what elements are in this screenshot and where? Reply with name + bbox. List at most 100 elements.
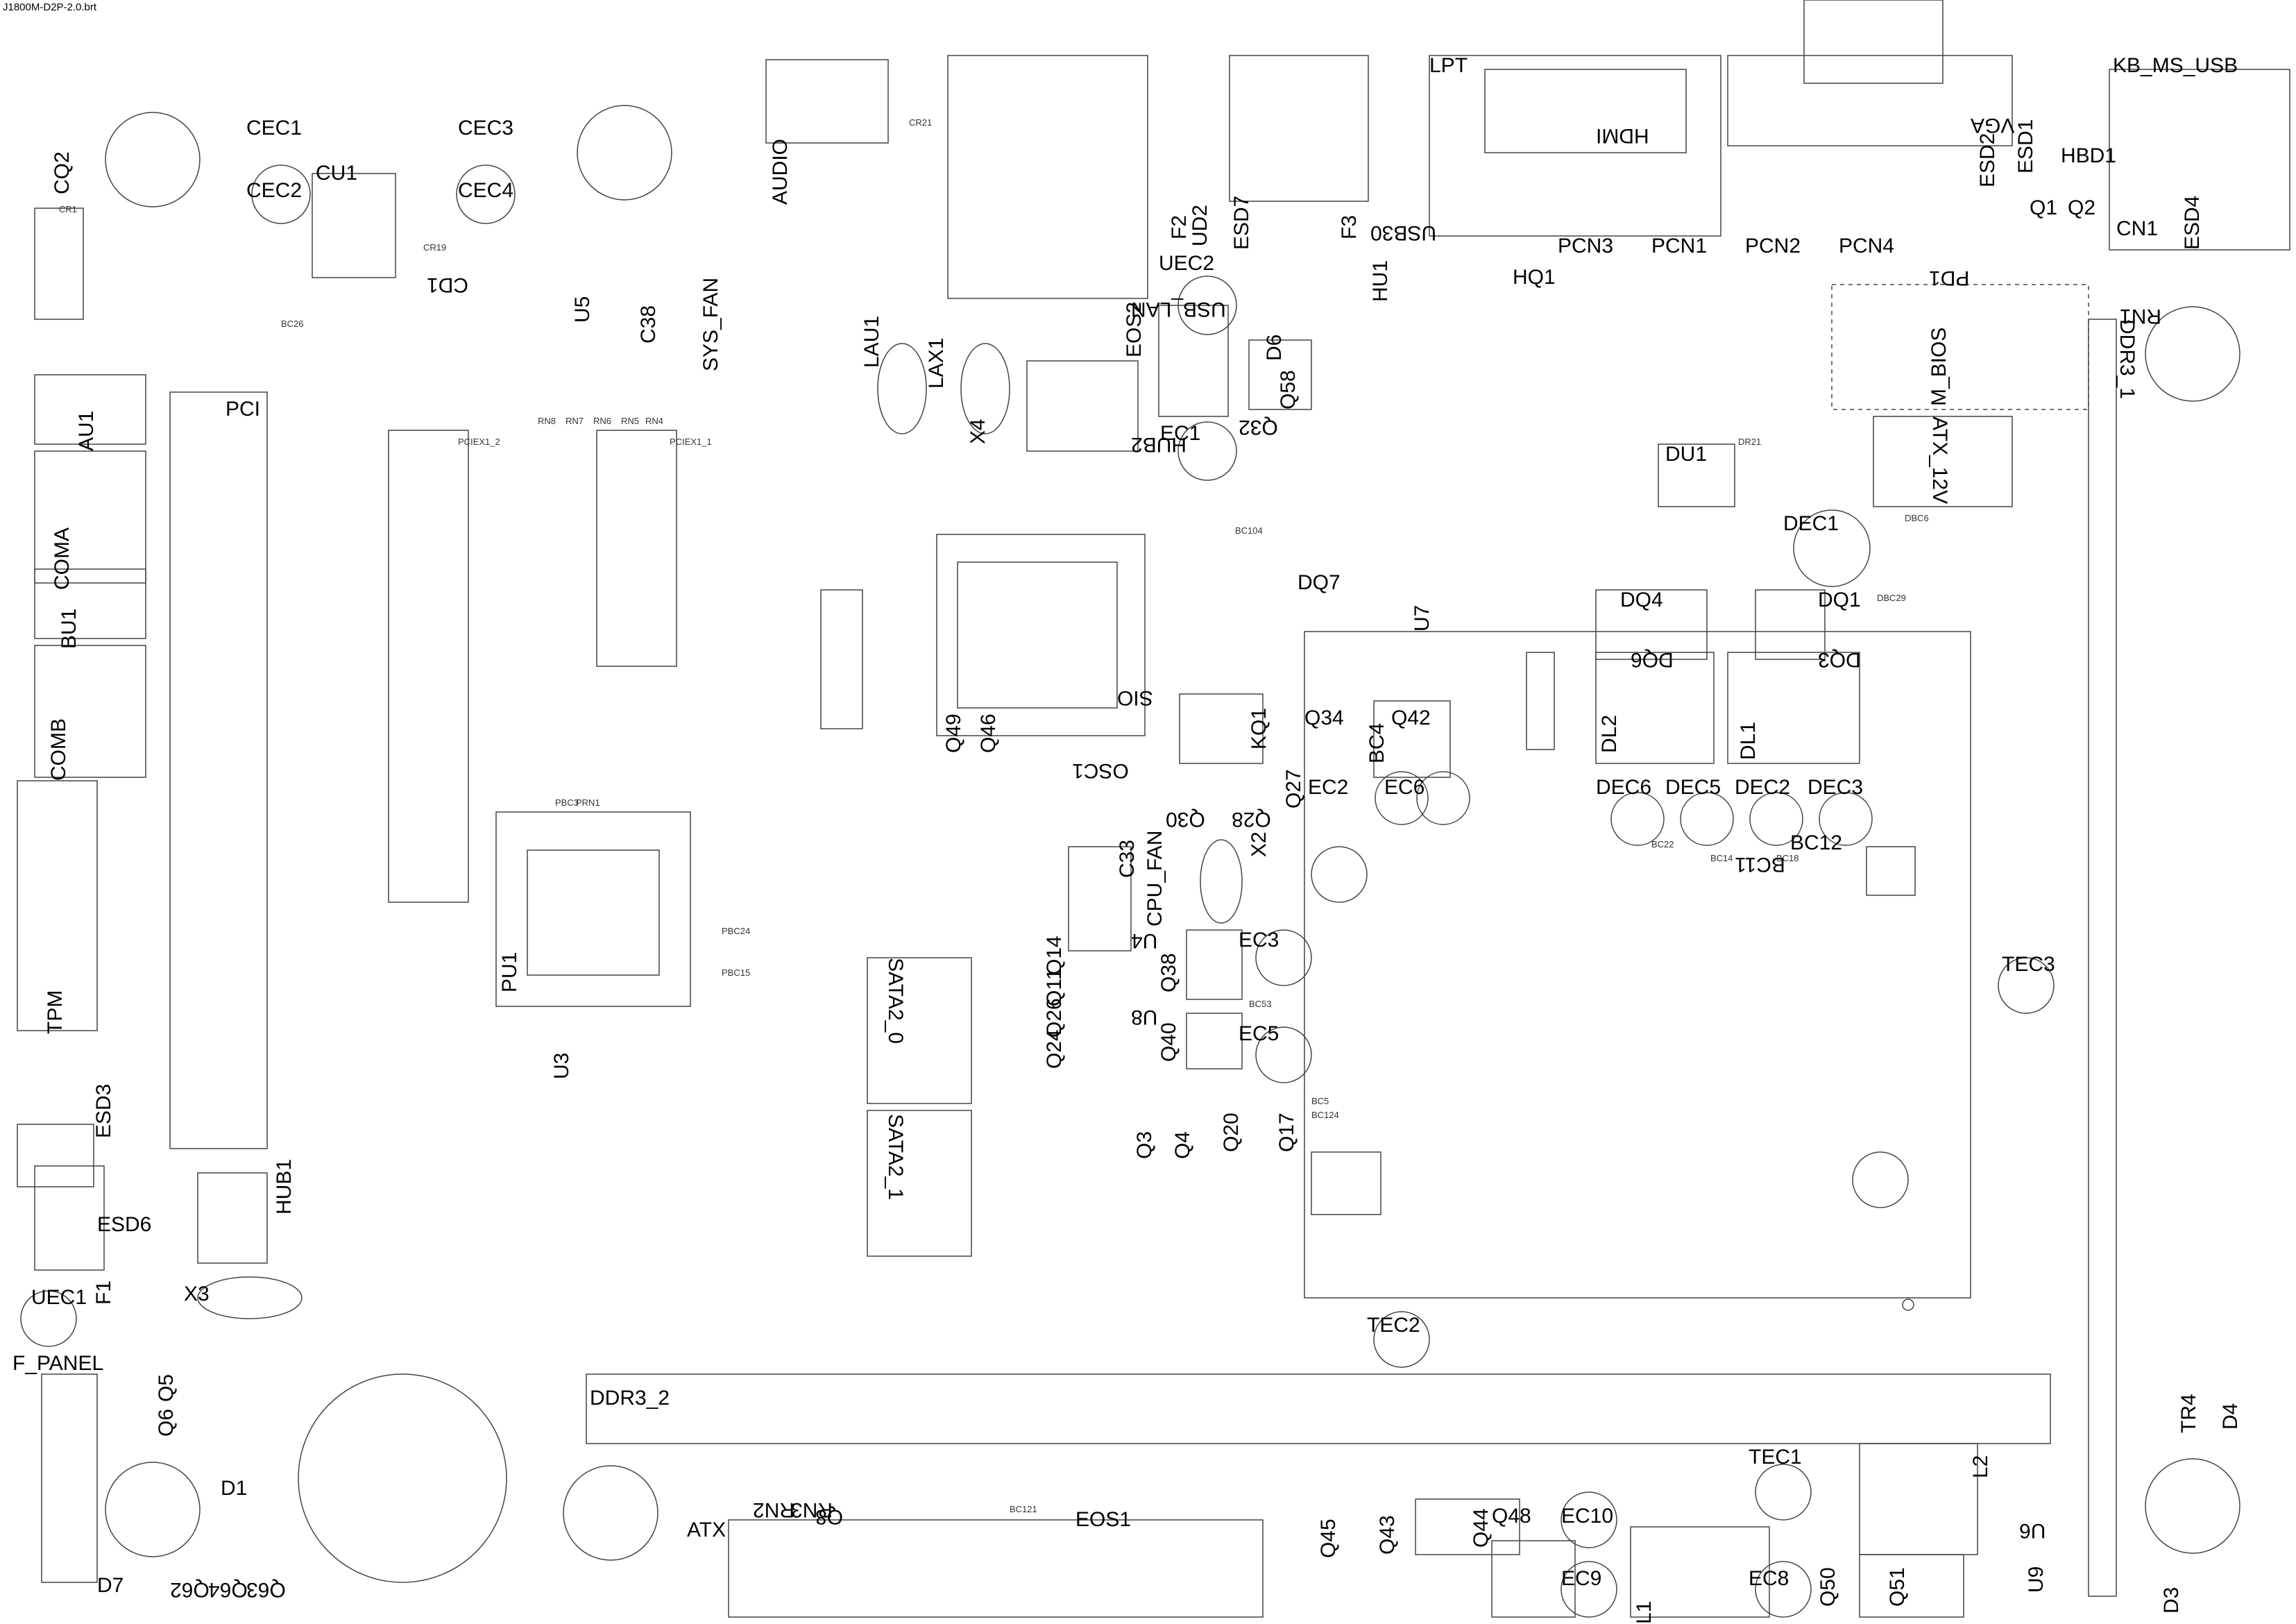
component-label-dq3: DQ3: [1818, 648, 1861, 671]
component-label-q38: Q38: [1157, 953, 1180, 992]
component-label-tec1: TEC1: [1749, 1446, 1802, 1469]
component-label-q58: Q58: [1277, 370, 1300, 409]
component-label-dq6: DQ6: [1631, 648, 1674, 671]
ref-label-bc22: BC22: [1651, 839, 1674, 849]
ref-label-bc53: BC53: [1249, 999, 1272, 1009]
component-label-q2: Q2: [2068, 196, 2096, 219]
top-connectors: [765, 0, 2290, 299]
component-label-hq1: HQ1: [1513, 266, 1556, 289]
component-label-vga: VGA: [1971, 114, 2015, 137]
component-label-l2: L2: [1969, 1455, 1992, 1478]
component-label-ec9: EC9: [1561, 1567, 1602, 1590]
component-label-hu1: HU1: [1369, 260, 1392, 302]
left-connectors: [34, 208, 146, 1271]
file-name: J1800M-D2P-2.0.brt: [3, 1, 97, 13]
component-label-atx: ATX: [687, 1519, 726, 1541]
component-label-pcn2: PCN2: [1745, 235, 1801, 257]
component-label-ec2: EC2: [1308, 776, 1349, 799]
component-label-hdmi: HDMI: [1596, 124, 1649, 147]
component-label-bu1: BU1: [58, 608, 80, 649]
component-label-dq4: DQ4: [1620, 589, 1663, 611]
component-label-eos1: EOS1: [1075, 1508, 1132, 1531]
component-label-eos2: EOS2: [1123, 301, 1146, 357]
expansion-slots: [17, 319, 2117, 1618]
component-label-q6: Q6: [155, 1408, 178, 1437]
component-label-cec3: CEC3: [458, 117, 514, 139]
component-label-lax1: LAX1: [925, 337, 948, 389]
ref-label-bc26: BC26: [281, 319, 304, 329]
component-label-hbd1: HBD1: [2061, 144, 2117, 167]
component-label-esd2: ESD2: [1976, 133, 1999, 187]
ref-label-rn7: RN7: [566, 416, 584, 426]
component-label-q46: Q46: [977, 713, 1000, 753]
ref-label-prn1: PRN1: [576, 797, 600, 808]
component-label-u7: U7: [1411, 604, 1434, 632]
component-label-tr4: TR4: [2177, 1394, 2200, 1433]
ref-label-bc5: BC5: [1311, 1096, 1329, 1106]
ref-label-pciex1-2: PCIEX1_2: [458, 437, 500, 447]
component-label-cec4: CEC4: [458, 179, 514, 202]
component-label-q20: Q20: [1220, 1113, 1243, 1152]
mounting-holes: [105, 105, 2240, 1583]
component-label-q62: Q62: [170, 1578, 210, 1601]
capacitors: [20, 164, 2055, 1618]
component-label-ddr3-2: DDR3_2: [590, 1387, 670, 1410]
ref-label-pbc3: PBC3: [555, 797, 579, 808]
ref-label-pbc24: PBC24: [722, 926, 751, 936]
component-label-dec3: DEC3: [1808, 776, 1864, 799]
component-label-esd1: ESD1: [2014, 119, 2037, 174]
component-label-m-bios: M_BIOS: [1928, 327, 1950, 406]
component-label-pd1: PD1: [1929, 267, 1970, 289]
component-label-sio: SIO: [1117, 686, 1153, 709]
component-label-f1: F1: [92, 1280, 115, 1305]
component-label-u4: U4: [1131, 929, 1158, 952]
ref-label-rn8: RN8: [538, 416, 556, 426]
component-label-pu1: PU1: [498, 951, 521, 992]
component-label-ec8: EC8: [1749, 1567, 1789, 1590]
component-label-osc1: OSC1: [1072, 759, 1129, 782]
component-label-audio: AUDIO: [769, 138, 792, 205]
ref-label-rn4: RN4: [645, 416, 664, 426]
ref-label-rn6: RN6: [593, 416, 612, 426]
component-label-cec1: CEC1: [246, 117, 303, 139]
component-label-rn2: RN2: [753, 1498, 795, 1521]
component-label-u3: U3: [550, 1052, 573, 1079]
ref-label-bc14: BC14: [1710, 853, 1733, 863]
component-label-lpt: LPT: [1429, 54, 1468, 77]
component-label-dec6: DEC6: [1596, 776, 1652, 799]
component-label-q43: Q43: [1376, 1515, 1399, 1555]
component-label-ud2: UD2: [1189, 204, 1211, 246]
component-label-tpm: TPM: [44, 990, 67, 1034]
ref-label-bc124: BC124: [1311, 1110, 1339, 1120]
misc-outlines: [197, 343, 1978, 1618]
component-label-sata2-0: SATA2_0: [884, 958, 907, 1044]
component-label-q64: Q64: [208, 1578, 248, 1601]
component-label-q4: Q4: [1171, 1131, 1194, 1159]
component-label-q51: Q51: [1886, 1567, 1909, 1607]
component-label-cn1: CN1: [2116, 217, 2159, 240]
component-label-cu1: CU1: [316, 162, 358, 185]
component-label-d6: D6: [1263, 334, 1286, 361]
component-label-q32: Q32: [1239, 416, 1278, 439]
component-label-ec5: EC5: [1239, 1022, 1279, 1045]
ref-label-dbc29: DBC29: [1877, 593, 1906, 603]
component-label-u9: U9: [2025, 1566, 2048, 1593]
component-label-l1: L1: [1633, 1600, 1656, 1624]
component-label-esd6: ESD6: [97, 1213, 152, 1236]
component-label-dl2: DL2: [1598, 714, 1621, 753]
component-label-q5: Q5: [155, 1373, 178, 1402]
component-label-dec1: DEC1: [1783, 512, 1839, 535]
component-label-x4: X4: [967, 418, 989, 444]
component-label-dec2: DEC2: [1735, 776, 1791, 799]
component-label-dq7: DQ7: [1298, 571, 1341, 594]
component-label-ddr3-1: DDR3_1: [2116, 319, 2138, 400]
component-label-f3: F3: [1338, 214, 1361, 239]
component-label-q42: Q42: [1391, 707, 1431, 729]
component-label-q28: Q28: [1232, 808, 1271, 831]
ref-label-pciex1-1: PCIEX1_1: [670, 437, 712, 447]
component-label-f2: F2: [1168, 214, 1191, 239]
component-label-q44: Q44: [1470, 1508, 1493, 1548]
component-label-pcn3: PCN3: [1558, 235, 1614, 257]
ref-label-cr21: CR21: [909, 117, 933, 128]
